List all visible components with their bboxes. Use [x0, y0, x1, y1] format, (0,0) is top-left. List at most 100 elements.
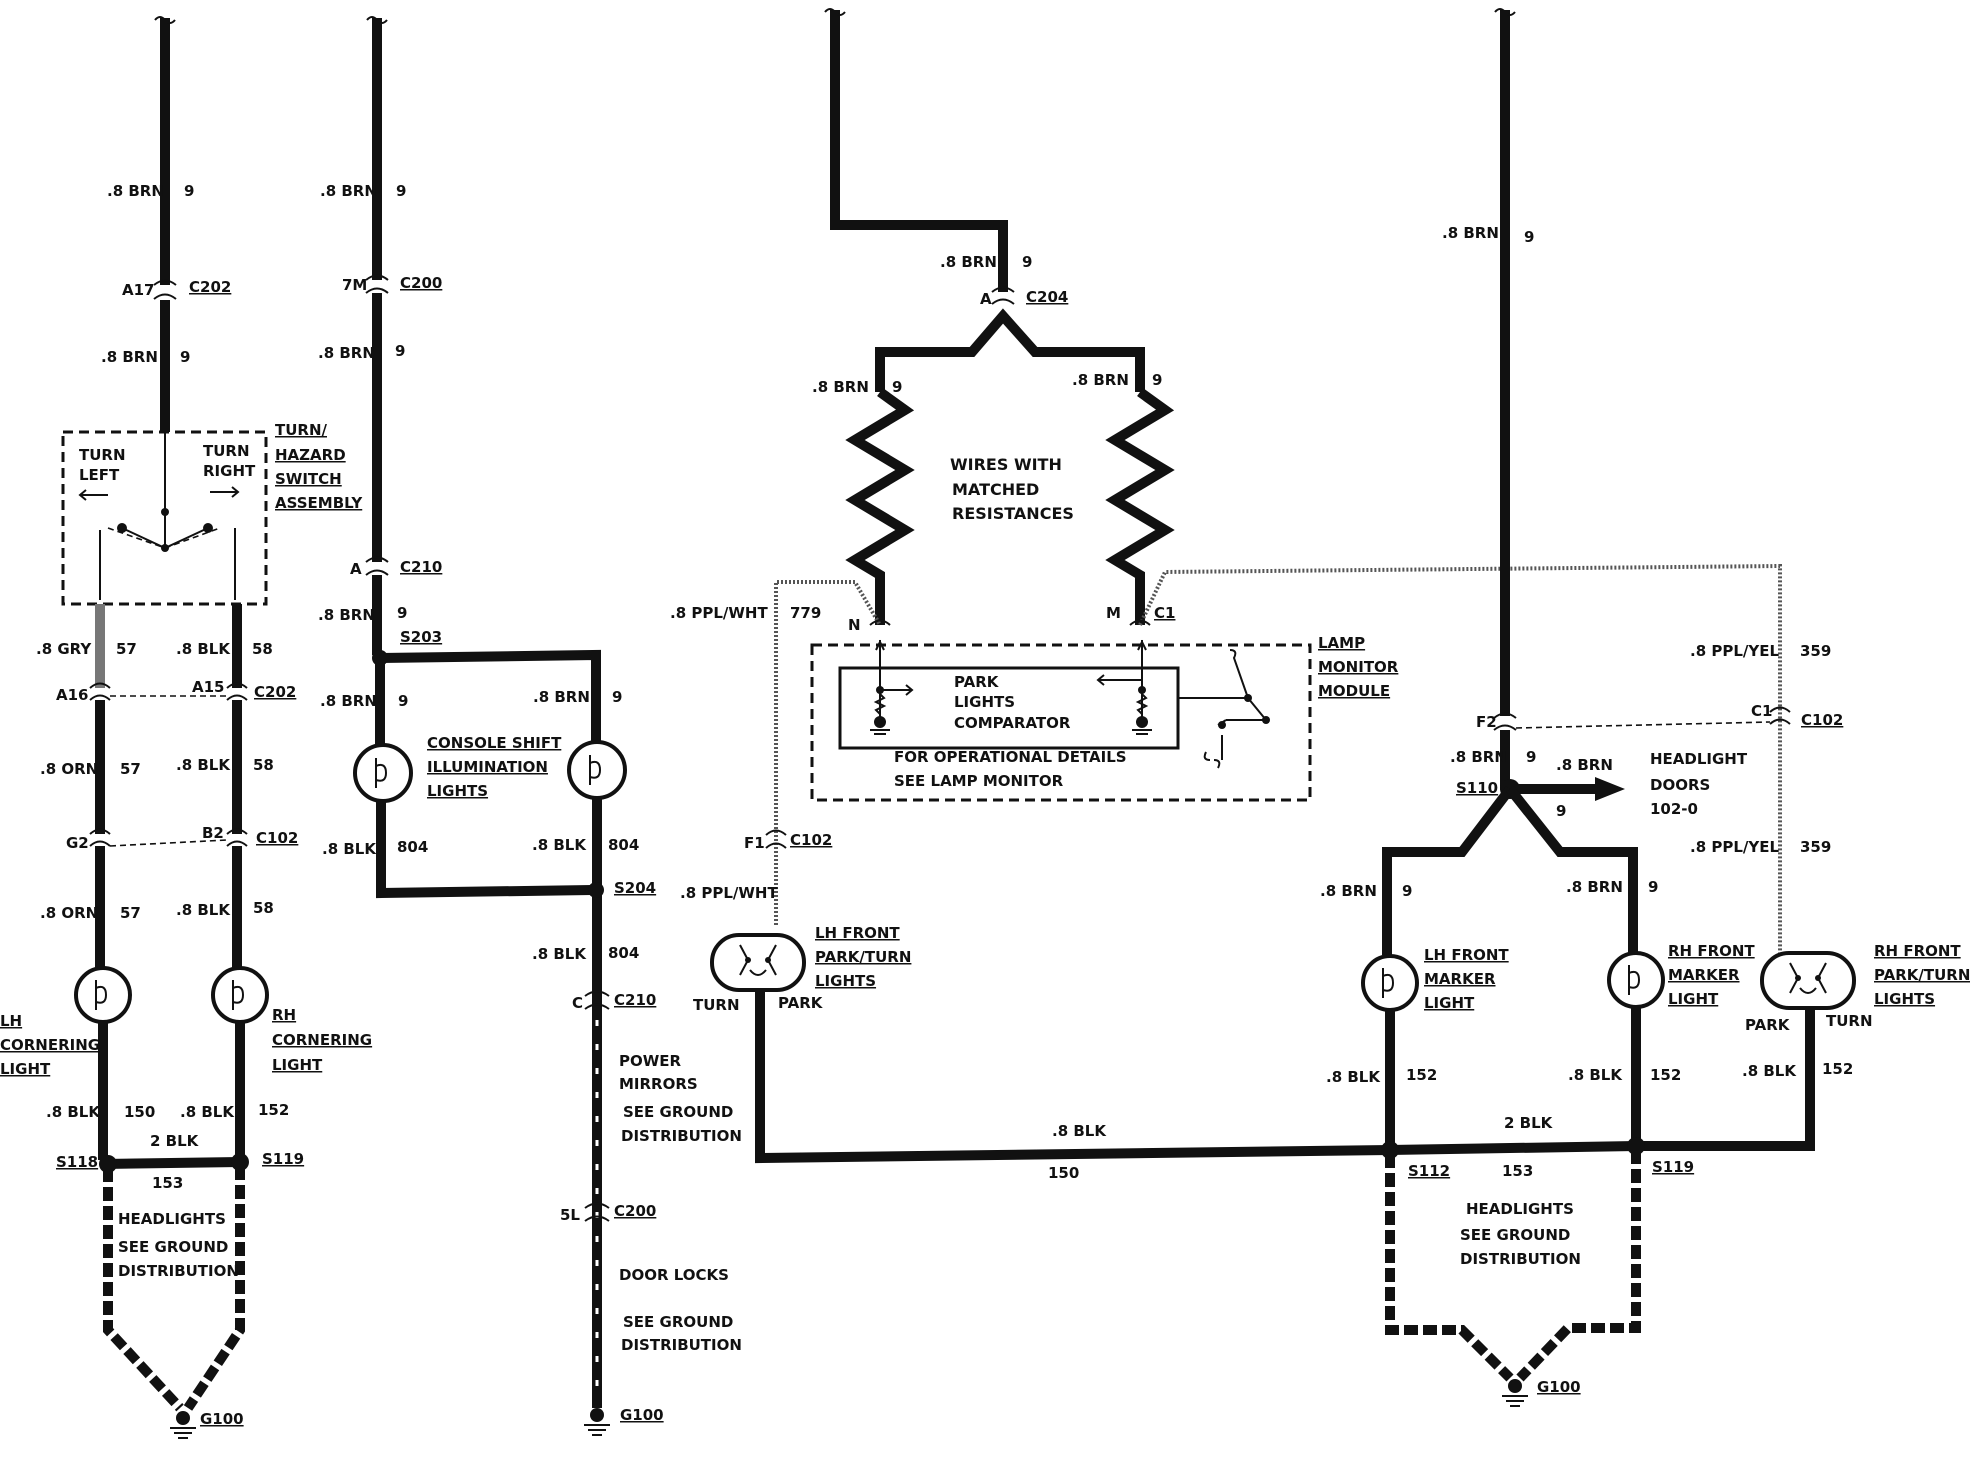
pin-label: PARK — [1745, 1016, 1791, 1034]
connector-id: C202 — [254, 683, 296, 701]
ground-g100-icon — [170, 1411, 196, 1439]
connector-c204-mark — [991, 286, 1015, 305]
ground-id: G100 — [620, 1406, 664, 1424]
component-name: ILLUMINATION — [427, 758, 548, 776]
wire-label: .8 BRN — [1320, 882, 1377, 900]
component-name: CONSOLE SHIFT — [427, 734, 562, 752]
wire-ground-r — [1516, 1150, 1641, 1382]
component-name: LIGHTS — [1874, 990, 1935, 1008]
circuit-number: 804 — [608, 944, 639, 962]
wire-label: .8 BRN — [107, 182, 164, 200]
circuit-number: 359 — [1800, 838, 1831, 856]
console-lamp-right-icon — [567, 740, 627, 800]
circuit-console: .8 BRN 9 7M C200 .8 BRN 9 A C210 .8 BRN … — [318, 16, 742, 1436]
connector-id: C200 — [614, 1202, 656, 1220]
switch-pivot — [161, 544, 169, 552]
ground-note: DISTRIBUTION — [1460, 1250, 1581, 1268]
wire-label: .8 PPL/WHT — [670, 604, 768, 622]
component-name: LIGHT — [1668, 990, 1719, 1008]
connector-id: C210 — [400, 558, 442, 576]
wire-label: .8 BRN — [1566, 878, 1623, 896]
connector-pin: A — [350, 560, 362, 578]
component-name: LAMP — [1318, 634, 1365, 652]
note: SEE LAMP MONITOR — [894, 772, 1064, 790]
component-name: RH — [272, 1006, 296, 1024]
connector-dash — [1515, 721, 1771, 729]
arrow-right-icon — [1595, 777, 1625, 801]
component-name: LH — [0, 1012, 22, 1030]
circuit-number: 152 — [1650, 1066, 1681, 1084]
wire-label: .8 BLK — [176, 640, 231, 658]
switch-label: LEFT — [79, 466, 120, 484]
circuit-number: 9 — [1022, 253, 1032, 271]
component-name: SWITCH — [275, 470, 342, 488]
pin-label: TURN — [1826, 1012, 1873, 1030]
connector-id: C102 — [790, 831, 832, 849]
connector-id: C200 — [400, 274, 442, 292]
note: MIRRORS — [619, 1075, 698, 1093]
connector-pin: 5L — [560, 1206, 580, 1224]
wire-label: .8 BLK — [1052, 1122, 1107, 1140]
wire-brn-9-split — [875, 308, 1145, 392]
circuit-number: 779 — [790, 604, 821, 622]
circuit-number: 9 — [396, 182, 406, 200]
component-name: RH FRONT — [1668, 942, 1755, 960]
connector-pin-marks — [869, 619, 1151, 626]
relay-symbol — [1178, 649, 1267, 769]
console-lamp-left-icon — [353, 743, 413, 803]
wire-ppl-yel-359 — [1138, 563, 1782, 955]
rh-front-park-turn-lamp-icon — [1760, 951, 1856, 1010]
splice-id: S204 — [614, 879, 656, 897]
wire-brn-to-rh-marker — [1506, 785, 1638, 955]
connector-c102-r — [1493, 706, 1791, 731]
lh-front-park-turn-lamp-icon — [710, 933, 806, 992]
circuit-number: 804 — [608, 836, 639, 854]
wire-label: .8 BLK — [176, 756, 231, 774]
splice-id: S110 — [1456, 779, 1498, 797]
note: SEE GROUND — [623, 1313, 733, 1331]
arrow-right-icon — [880, 684, 914, 696]
component-name: HAZARD — [275, 446, 346, 464]
component-name: LIGHTS — [427, 782, 488, 800]
component-name: LIGHT — [1424, 994, 1475, 1012]
note: SEE GROUND — [623, 1103, 733, 1121]
wire-blk-804-l — [376, 801, 593, 899]
circuit-lamp-monitor: .8 BRN 9 A C204 .8 BRN 9 .8 BRN 9 WIRES … — [670, 8, 1782, 1182]
connector-pin: A — [980, 290, 992, 308]
circuit-number: 9 — [1152, 371, 1162, 389]
connector-pin: F2 — [1476, 713, 1497, 731]
switch-pivot — [161, 508, 169, 516]
switch-contacts — [99, 432, 236, 600]
circuit-number: 58 — [253, 899, 274, 917]
wire-label: .8 BLK — [180, 1103, 235, 1121]
component-name: LIGHTS — [815, 972, 876, 990]
wire-brn-branch — [379, 649, 601, 745]
circuit-number: 9 — [1648, 878, 1658, 896]
circuit-number: 804 — [397, 838, 428, 856]
circuit-number: 9 — [180, 348, 190, 366]
wire-label: .8 BLK — [532, 836, 587, 854]
wire-ground-r — [183, 1166, 245, 1411]
circuit-number: 9 — [395, 342, 405, 360]
connector-id: C1 — [1154, 604, 1175, 622]
break-squiggle — [366, 16, 388, 24]
circuit-number: 57 — [120, 904, 141, 922]
connector-c102 — [89, 828, 248, 847]
connector-c210-lower — [584, 990, 610, 1010]
arrow-left-icon — [78, 489, 108, 501]
component-name: LH FRONT — [1424, 946, 1509, 964]
circuit-number: 359 — [1800, 642, 1831, 660]
circuit-number: 57 — [120, 760, 141, 778]
circuit-number: 9 — [1402, 882, 1412, 900]
wire-label: .8 BLK — [1568, 1066, 1623, 1084]
switch-label: RIGHT — [203, 462, 256, 480]
component-name: PARK/TURN — [815, 948, 911, 966]
wire-label: .8 BRN — [1450, 748, 1507, 766]
ground-note: DISTRIBUTION — [118, 1262, 239, 1280]
lamp-monitor-module-box — [810, 643, 1312, 802]
break-squiggle — [824, 8, 846, 16]
arrow-right-icon — [210, 486, 240, 498]
ground-icon — [1132, 716, 1152, 735]
circuit-number: 152 — [1822, 1060, 1853, 1078]
